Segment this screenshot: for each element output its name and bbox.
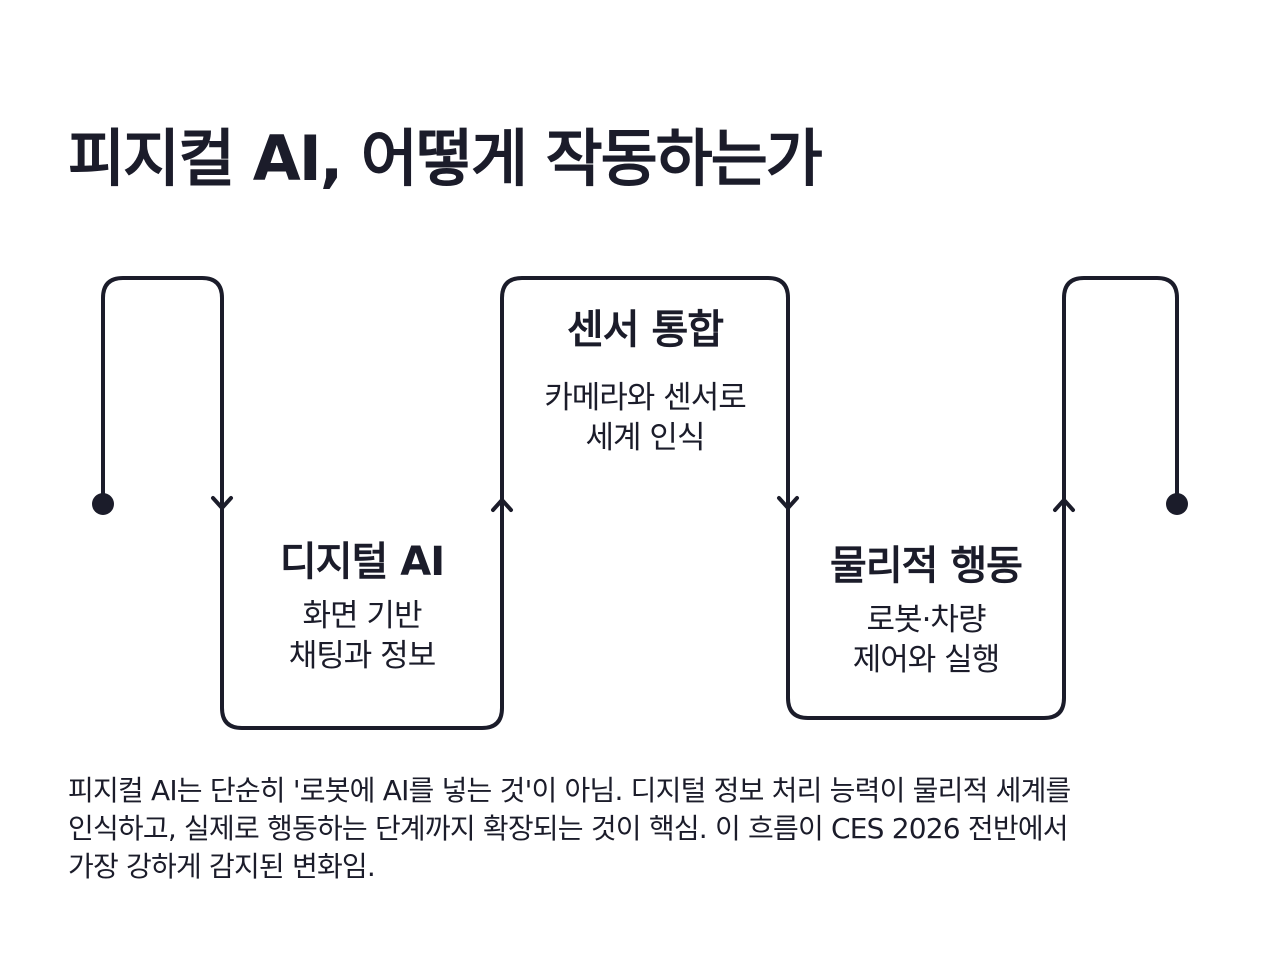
start-dot bbox=[92, 493, 114, 515]
stage-description: 카메라와 센서로 세계 인식 bbox=[502, 378, 788, 459]
stage-description: 화면 기반 채팅과 정보 bbox=[222, 596, 502, 677]
stage-sensor-integration: 센서 통합 카메라와 센서로 세계 인식 bbox=[502, 306, 788, 459]
stage-title: 디지털 AI bbox=[279, 539, 445, 585]
down-arrow-icon bbox=[211, 496, 233, 510]
up-arrow-icon bbox=[1053, 498, 1075, 512]
stage-description-line: 카메라와 센서로 bbox=[544, 380, 747, 416]
stage-title: 센서 통합 bbox=[566, 307, 724, 353]
down-arrow-icon bbox=[777, 496, 799, 510]
stage-title: 물리적 행동 bbox=[830, 543, 1023, 589]
stage-description-line: 채팅과 정보 bbox=[288, 638, 436, 675]
caption-line: 인식하고, 실제로 행동하는 단계까지 확장되는 것이 핵심. 이 흐름이 CE… bbox=[68, 811, 1069, 845]
page-title: 피지컬 AI, 어떻게 작동하는가 bbox=[68, 122, 823, 195]
stage-description-line: 세계 인식 bbox=[585, 420, 706, 457]
caption-line: 가장 강하게 감지된 변화임. bbox=[68, 849, 376, 883]
end-dot bbox=[1166, 493, 1188, 515]
caption-line: 피지컬 AI는 단순히 '로봇에 AI를 넣는 것'이 아님. 디지털 정보 처… bbox=[68, 774, 1071, 807]
up-arrow-icon bbox=[491, 498, 513, 512]
stage-description: 로봇·차량 제어와 실행 bbox=[788, 600, 1064, 681]
stage-digital-ai: 디지털 AI 화면 기반 채팅과 정보 bbox=[222, 538, 502, 677]
stage-physical-action: 물리적 행동 로봇·차량 제어와 실행 bbox=[788, 542, 1064, 681]
stage-description-line: 로봇·차량 bbox=[866, 602, 987, 638]
stage-description-line: 화면 기반 bbox=[302, 598, 423, 634]
stage-description-line: 제어와 실행 bbox=[852, 642, 1000, 679]
caption: 피지컬 AI는 단순히 '로봇에 AI를 넣는 것'이 아님. 디지털 정보 처… bbox=[68, 772, 1218, 885]
flow-path bbox=[101, 276, 1179, 730]
